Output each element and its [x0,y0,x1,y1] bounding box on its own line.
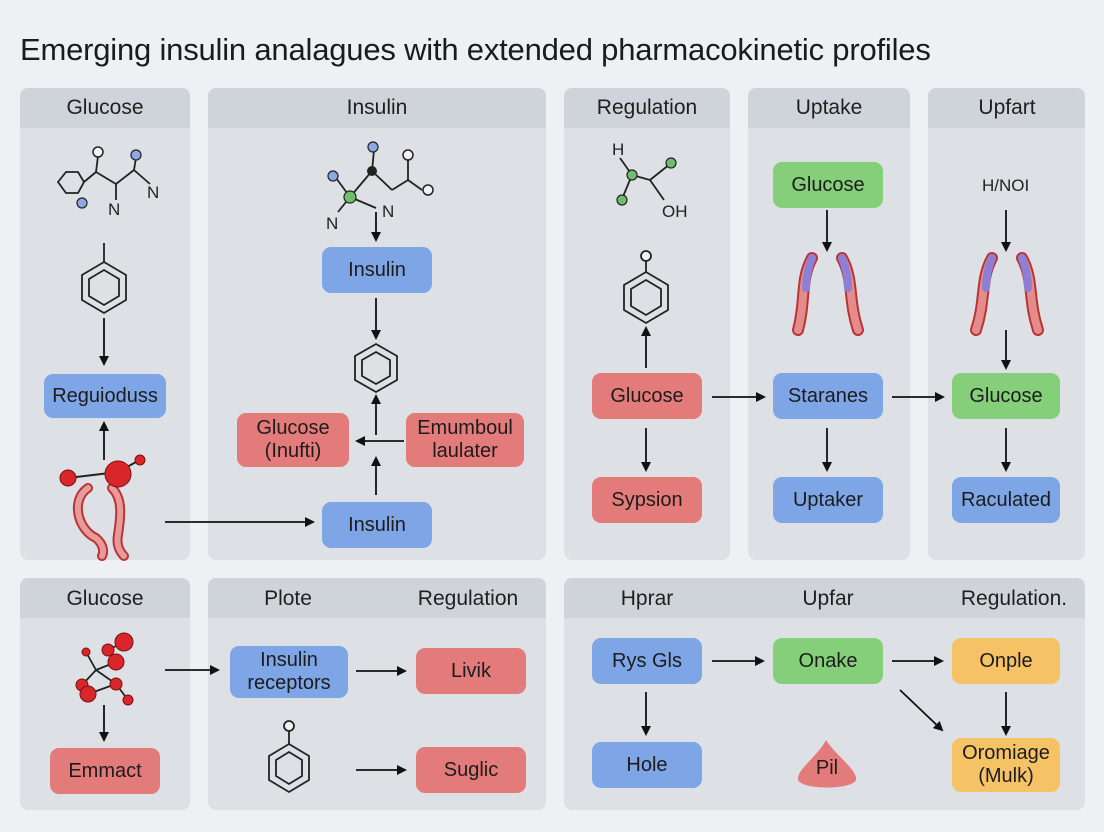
atom-label-n: N [147,183,160,202]
node-glucose: Glucose [773,162,883,208]
atom-label-oh: OH [662,202,688,221]
panel-header [208,578,546,618]
node-insulin-bottom: Insulin [322,502,432,548]
node-suglic: Suglic [416,747,526,793]
panel-header [20,88,190,128]
node-raculated: Raculated [952,477,1060,523]
panel-glucose-top [20,88,190,560]
panel-header-label: Regulation [417,587,519,610]
node-glucose-inufti: Glucose (Inufti) [237,413,349,467]
panel-header-label: Uptake [795,96,863,119]
panel-header-label: Regulation. [960,587,1068,610]
node-uptaker: Uptaker [773,477,883,523]
panel-header [20,578,190,618]
atom-label-n: N [382,202,395,221]
node-insulin-receptors: Insulin receptors [230,646,348,698]
node-rys-gls: Rys Gls [592,638,702,684]
panel-header-label: Upfar [802,587,854,610]
panel-insulin [208,88,546,560]
panel-header [564,88,730,128]
panel-header [564,578,1085,618]
node-staranes: Staranes [773,373,883,419]
node-glucose: Glucose [952,373,1060,419]
panel-header [208,88,546,128]
panel-header [928,88,1085,128]
panel-header-label: Upfart [978,96,1036,119]
node-sypsion: Sypsion [592,477,702,523]
node-reguioduss: Reguioduss [44,374,166,418]
node-onake: Onake [773,638,883,684]
panel-header-label: Glucose [66,587,144,610]
atom-label-h: H [612,140,625,159]
diagram-title: Emerging insulin analagues with extended… [20,32,931,67]
node-insulin-top: Insulin [322,247,432,293]
node-emmact: Emmact [50,748,160,794]
node-oromiage-mulk: Oromiage (Mulk) [952,738,1060,792]
formula-label: H/NOI [982,176,1030,195]
panel-header-label: Glucose [66,96,144,119]
atom-label-n: N [108,200,121,219]
panel-header-label: Insulin [346,96,408,119]
node-onple: Onple [952,638,1060,684]
panel-header [748,88,910,128]
node-pil: Pil [815,756,839,779]
atom-label-n: N [326,214,339,233]
panel-header-label: Hprar [620,587,674,610]
node-emumboul-laulater: Emumboul laulater [406,413,524,467]
node-hole: Hole [592,742,702,788]
node-livik: Livik [416,648,526,694]
panel-header-label: Plote [264,587,312,610]
panel-header-label: Regulation [596,96,698,119]
node-glucose: Glucose [592,373,702,419]
